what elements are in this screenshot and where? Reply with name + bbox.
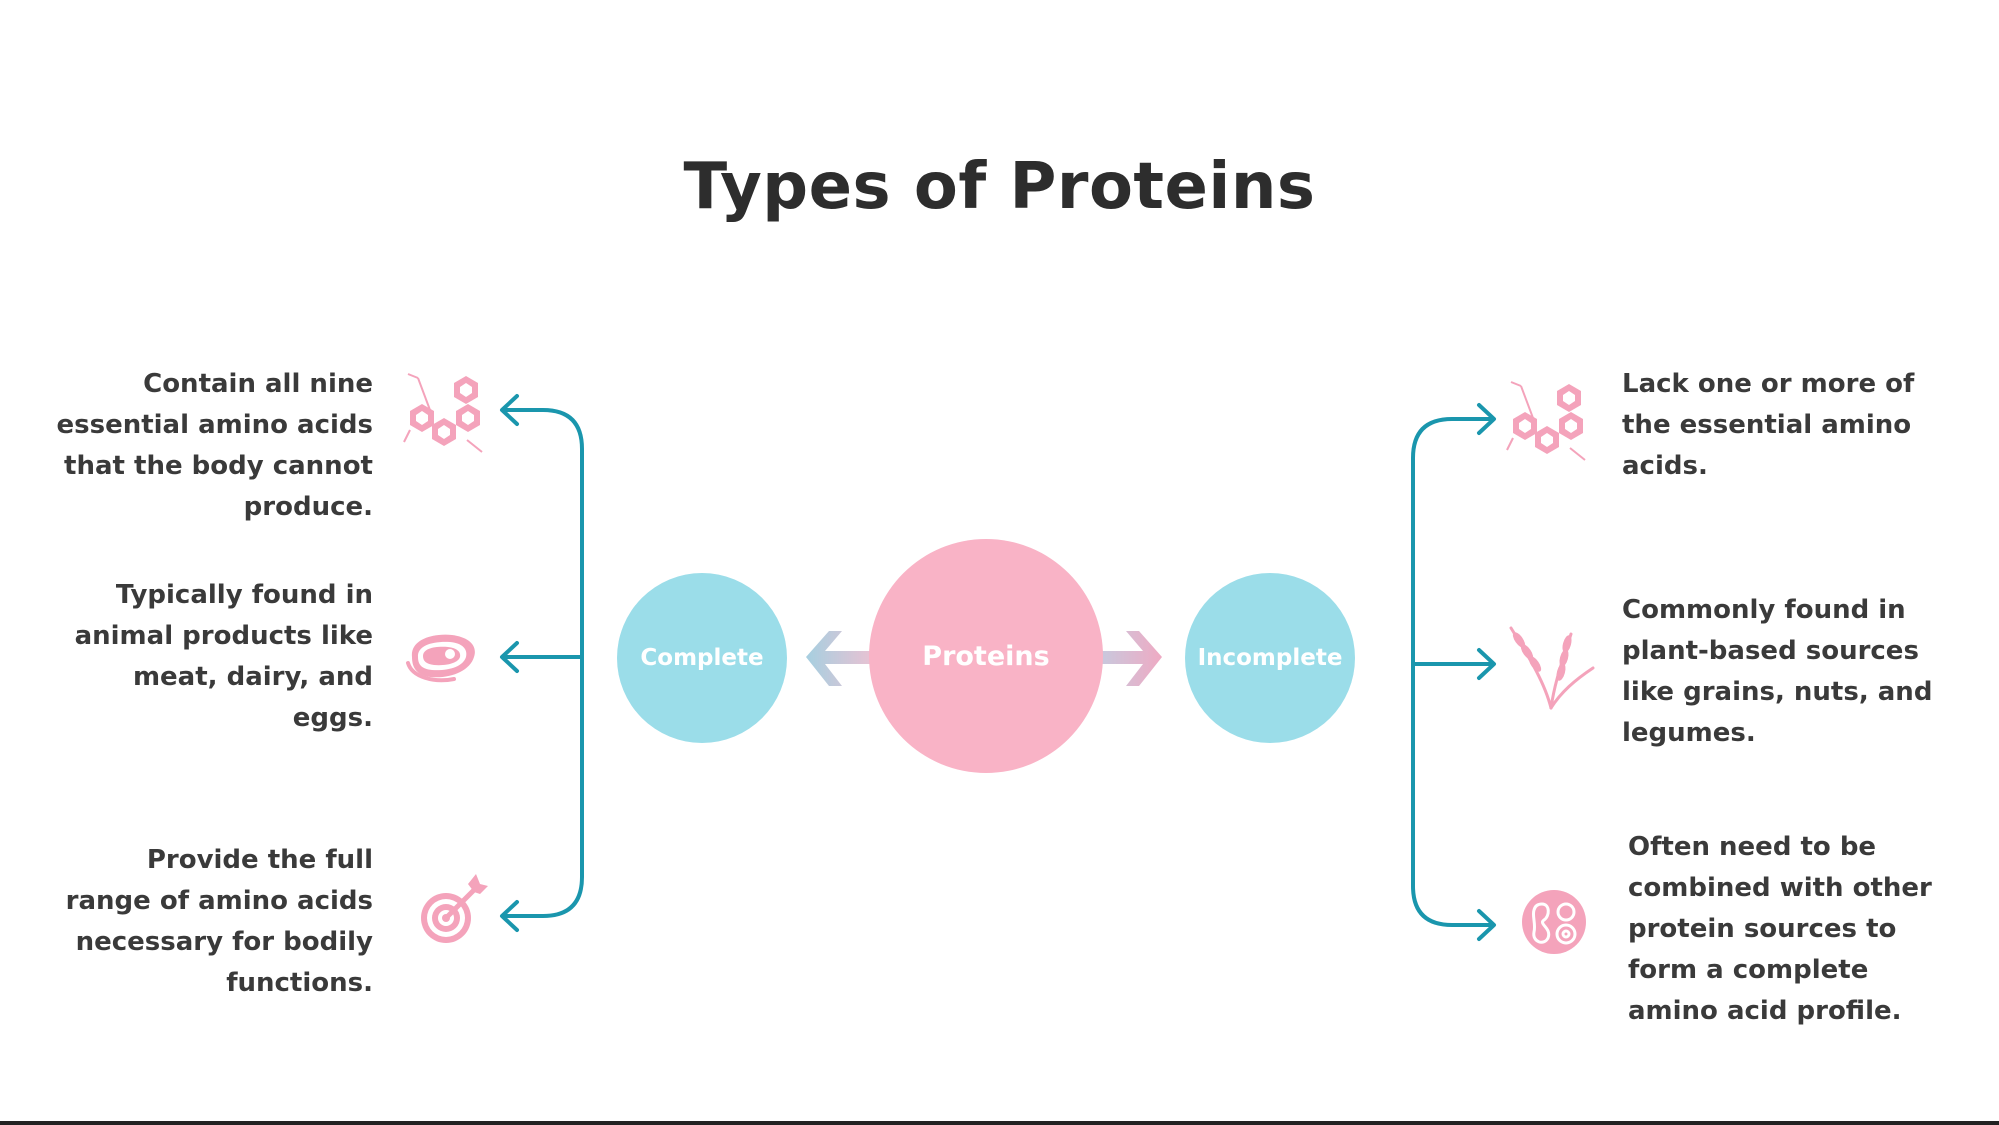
molecule-icon [1506,381,1586,461]
complete-desc-3: Provide the full range of amino acids ne… [65,845,373,998]
molecule-icon [403,373,483,453]
right-bracket [1411,417,1494,927]
proteins-node: Proteins [869,539,1103,773]
incomplete-desc-3: Often need to be combined with other pro… [1628,832,1932,1026]
meat-icon [406,634,475,683]
bottom-border [0,1121,1999,1125]
page-title: Types of Proteins [683,150,1316,224]
target-icon [421,874,488,943]
wheat-icon [1509,626,1595,710]
incomplete-desc-2: Commonly found in plant-based sources li… [1622,595,1933,748]
cells-icon [1522,890,1586,954]
complete-desc-1: Contain all nine essential amino acids t… [56,369,373,522]
complete-desc-2: Typically found in animal products like … [74,580,373,733]
left-bracket [502,408,584,918]
right-arrowheads [1477,403,1496,941]
incomplete-desc-1: Lack one or more of the essential amino … [1622,369,1915,481]
incomplete-node: Incomplete [1185,573,1355,743]
arrow-to-complete [806,631,872,686]
left-arrowheads [500,394,519,932]
arrow-to-incomplete [1102,631,1162,686]
complete-node: Complete [617,573,787,743]
